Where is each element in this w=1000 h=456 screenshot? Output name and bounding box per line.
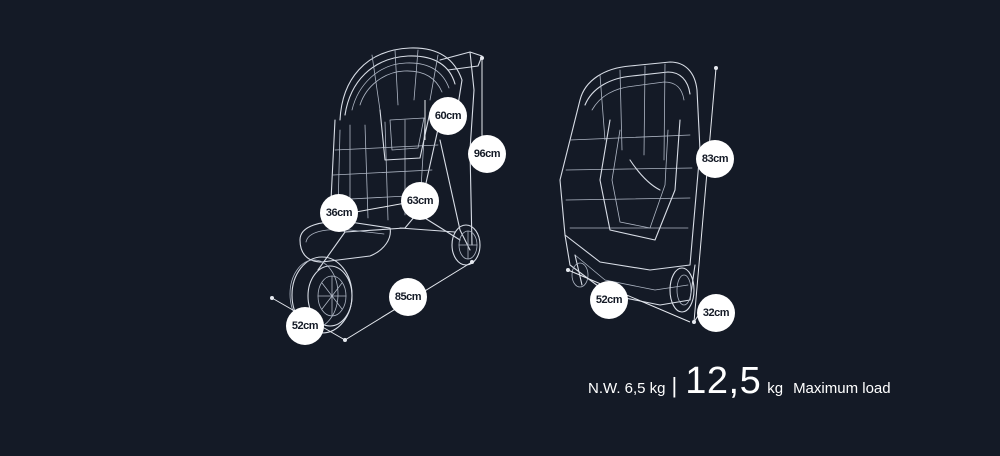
dimension-badge-63cm: 63cm xyxy=(401,182,439,220)
dimension-badge-96cm: 96cm xyxy=(468,135,506,173)
max-load-value: 12,5 xyxy=(685,360,762,402)
dimension-badge-85cm: 85cm xyxy=(389,278,427,316)
stroller-open-drawing xyxy=(270,47,484,342)
dimension-badge-52cm-right: 52cm xyxy=(590,281,628,319)
net-weight: N.W. 6,5 kg xyxy=(588,380,666,397)
spec-separator: | xyxy=(671,373,678,398)
dimension-badge-83cm: 83cm xyxy=(696,140,734,178)
dimension-badge-60cm: 60cm xyxy=(429,97,467,135)
stroller-folded-drawing xyxy=(559,61,718,324)
dimension-badge-36cm: 36cm xyxy=(320,194,358,232)
weight-spec: N.W. 6,5 kg | 12,5 kg Maximum load xyxy=(588,360,891,410)
dimension-badge-32cm: 32cm xyxy=(697,294,735,332)
dimension-badge-52cm-left: 52cm xyxy=(286,307,324,345)
max-load-unit: kg xyxy=(767,380,784,397)
max-load-label: Maximum load xyxy=(793,380,891,397)
